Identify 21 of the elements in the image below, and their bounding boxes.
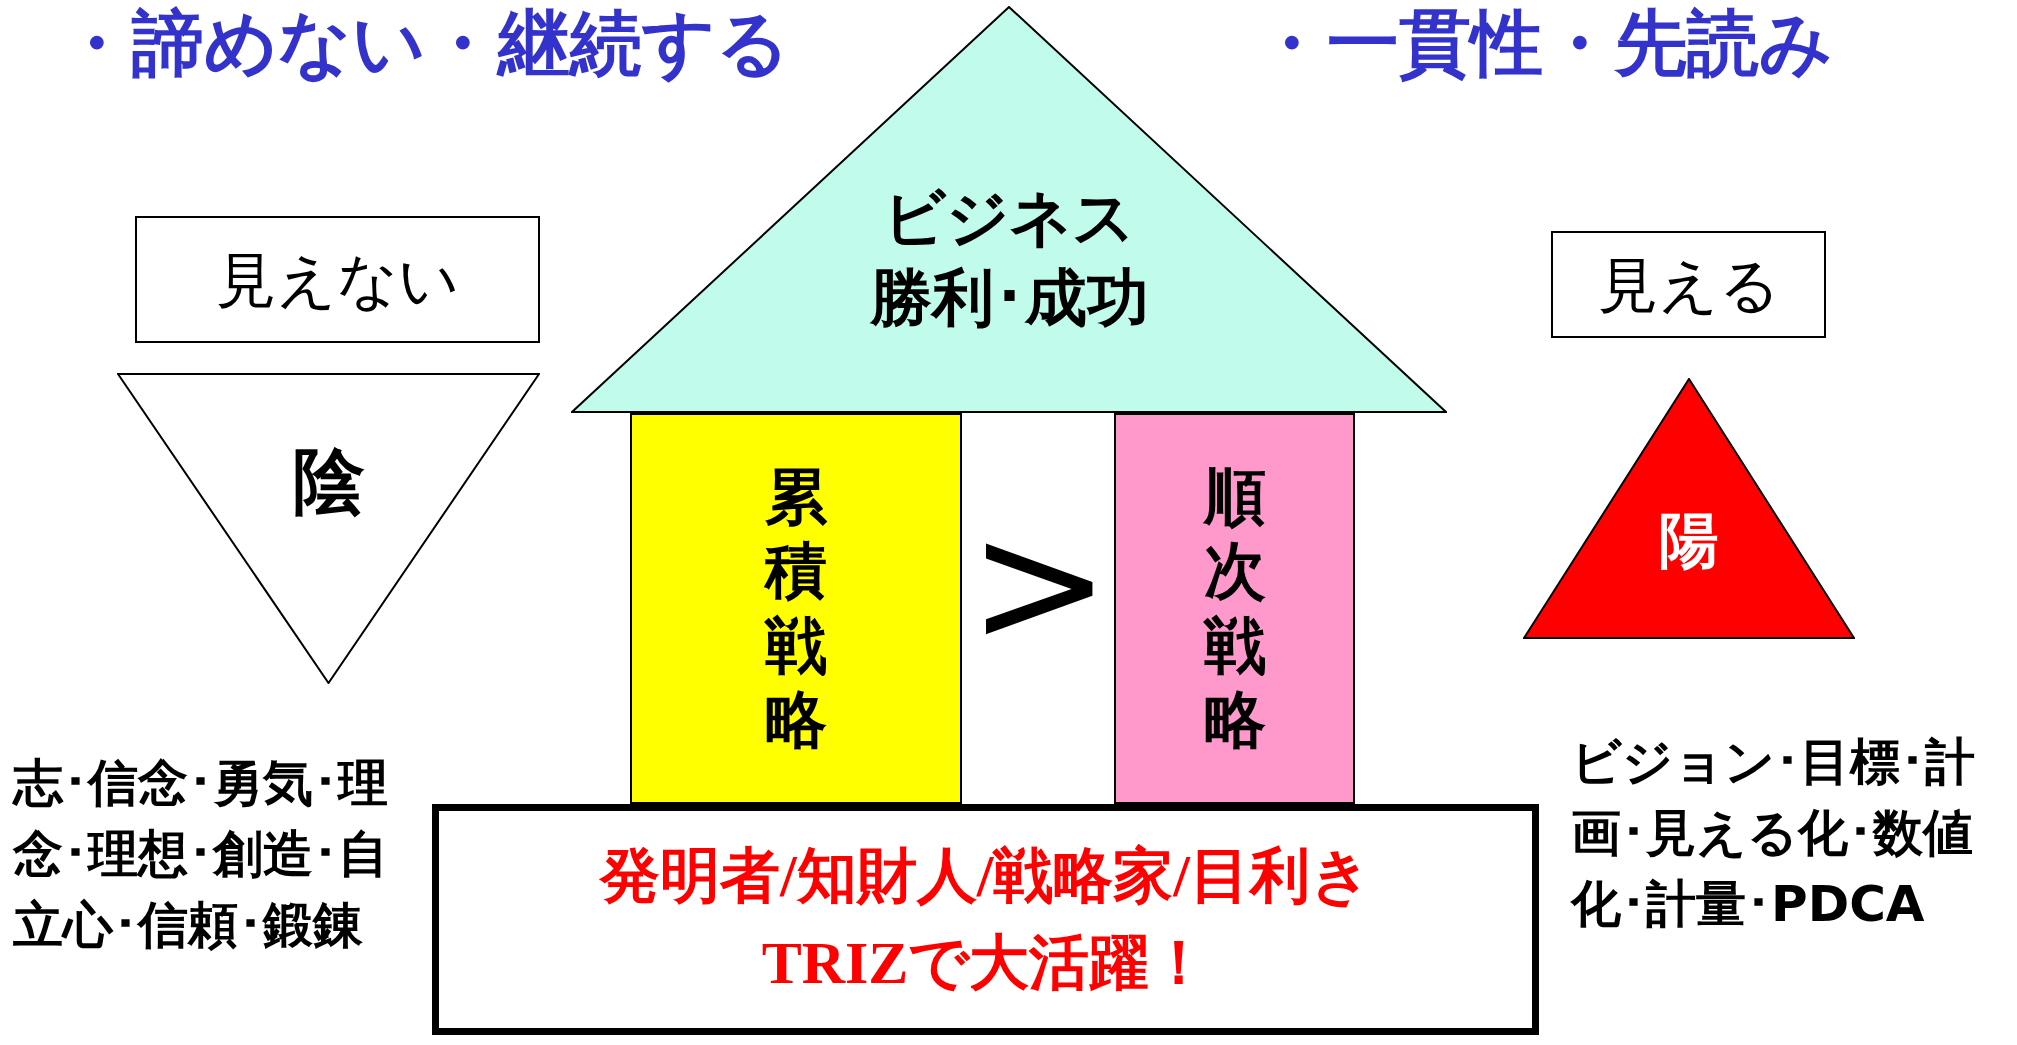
node-text: 陰 <box>292 438 365 526</box>
node-text: 見えない <box>216 243 459 317</box>
inverted-triangle <box>117 373 540 684</box>
node-text: 発明者/知財人/戦略家/目利きTRIZで大活躍！ <box>598 841 1372 998</box>
label-box <box>135 216 540 343</box>
heading-text: ・諦めない・継続する <box>60 0 790 87</box>
keyword-list: ビジョン･目標･計画･見える化･数値化･計量･PDCA <box>1571 727 2001 940</box>
pillar <box>1114 413 1355 804</box>
label-box <box>1551 231 1826 338</box>
greater-than-sign: > <box>968 498 1111 668</box>
node-text: ビジネス <box>883 179 1135 256</box>
triangle <box>1523 378 1855 639</box>
pillar <box>630 413 962 804</box>
foundation-box <box>432 804 1539 1035</box>
node-text: 勝利･成功 <box>869 260 1149 337</box>
heading-text: ・一貫性・先読み <box>1255 0 1833 87</box>
keyword-list: 志･信念･勇気･理念･理想･創造･自立心･信頼･鍛錬 <box>13 748 433 961</box>
vertical-text: 順次戦略 <box>1203 459 1266 758</box>
node-text: 陽 <box>1659 503 1719 577</box>
vertical-text: 累積戦略 <box>765 459 827 758</box>
node-text: 見える <box>1597 248 1780 322</box>
